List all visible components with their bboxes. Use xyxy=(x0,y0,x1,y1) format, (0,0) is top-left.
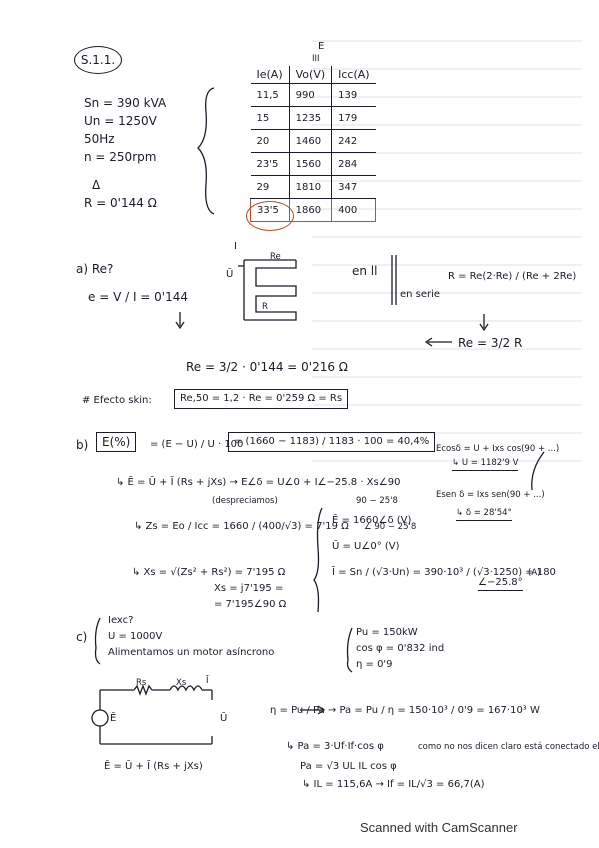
given-resistance: R = 0'144 Ω xyxy=(84,196,157,210)
part-b-side-delta: ↳ δ = 28'54° xyxy=(456,506,512,521)
part-b-side-cos: Ecosδ = U + Ixs cos(90 + ...) xyxy=(436,444,560,454)
part-b-ec-i-unit: (A) xyxy=(528,568,541,578)
table-cell: 11,5 xyxy=(250,83,290,107)
table-cell: 139 xyxy=(331,83,376,107)
part-b-xs: ↳ Xs = √(Zs² + Rs²) = 7'195 Ω xyxy=(132,567,286,578)
table-row: 11,5 990 139 xyxy=(250,83,376,107)
part-c-eta: η = Pu / Pa → Pa = Pu / η = 150·10³ / 0'… xyxy=(270,705,540,716)
table-cell: 1560 xyxy=(288,152,332,176)
part-b-angle-2: ∠ 90 − 25'8 xyxy=(364,522,417,532)
problem-number: S.1.1. xyxy=(74,46,122,74)
circuit-c-i: Ī xyxy=(206,676,209,686)
part-a-re-value: Re = 3/2 · 0'144 = 0'216 Ω xyxy=(186,360,348,374)
given-freq: 50Hz xyxy=(84,132,115,146)
circuit-a-current: I xyxy=(234,241,237,252)
given-delta: Δ xyxy=(92,178,101,192)
circuit-a-voltage: Ū xyxy=(226,269,234,280)
part-a-parallel: en ll xyxy=(352,264,378,278)
source-icon xyxy=(91,709,109,727)
part-c-il: ↳ IL = 115,6A → If = IL/√3 = 66,7(A) xyxy=(302,779,485,790)
part-b-xs-2: Xs = j7'195 = xyxy=(214,583,284,594)
table-cell: 23'5 xyxy=(250,152,290,176)
column-header-ie: Ie(A) xyxy=(250,66,290,84)
part-b-xs-3: = 7'195∠90 Ω xyxy=(214,599,287,610)
given-sn: Sn = 390 kVA xyxy=(84,96,167,110)
scanner-watermark: Scanned with CamScanner xyxy=(360,820,518,835)
table-cell: 990 xyxy=(288,83,332,107)
part-c-q1: Iexc? xyxy=(108,615,134,626)
circuit-c-xs: Xs xyxy=(176,678,187,688)
part-c-p1: Pu = 150kW xyxy=(356,627,418,638)
table-cell: 1235 xyxy=(288,106,332,130)
part-b-neglect: (despreciamos) xyxy=(212,496,278,506)
column-header-icc: Icc(A) xyxy=(331,66,376,84)
part-c-p2: cos φ = 0'832 ind xyxy=(356,643,445,654)
part-b-phasor: ↳ Ē = Ū + Ī (Rs + jXs) → E∠δ = U∠0 + I∠−… xyxy=(116,477,401,488)
table-label-sub: III xyxy=(312,54,320,64)
part-c-phasor: Ē = Ū + Ī (Rs + jXs) xyxy=(104,761,203,772)
table-row: 20 1460 242 xyxy=(250,129,376,153)
test-data-table: Ie(A) Vo(V) Icc(A) 11,5 990 139 15 1235 … xyxy=(250,66,377,222)
table-cell: 242 xyxy=(331,129,376,153)
table-cell: 179 xyxy=(331,106,376,130)
part-c-pa: ↳ Pa = 3·Uf·If·cos φ xyxy=(286,741,384,752)
part-b-e-label: E(%) xyxy=(96,432,137,452)
table-cell: 400 xyxy=(331,198,377,222)
part-b-label: b) xyxy=(76,438,89,452)
circuit-c-u: Ū xyxy=(220,713,228,724)
table-cell: 20 xyxy=(250,129,290,153)
skin-effect-label: # Efecto skin: xyxy=(82,395,152,406)
table-row: 23'5 1560 284 xyxy=(250,152,376,176)
table-cell: 1460 xyxy=(288,129,332,153)
part-b-side-u: ↳ U = 1182'9 V xyxy=(452,456,519,471)
part-b-ec-i-angle: ∠−25.8° xyxy=(478,576,523,591)
circuit-a-r: R xyxy=(262,302,268,312)
table-cell: 29 xyxy=(250,175,290,199)
part-b-ec-u: Ū = U∠0° (V) xyxy=(332,541,400,552)
part-b-e-formula: = (E − U) / U · 100 xyxy=(150,439,244,450)
given-speed: n = 250rpm xyxy=(84,150,157,164)
bleed-through-lines xyxy=(312,40,582,462)
part-c-q3: Alimentamos un motor asíncrono xyxy=(108,647,275,658)
part-c-pa2: Pa = √3 UL IL cos φ xyxy=(300,761,397,772)
given-un: Un = 1250V xyxy=(84,114,157,128)
table-cell: 1810 xyxy=(288,175,332,199)
table-row: 29 1810 347 xyxy=(250,175,376,199)
table-cell: 284 xyxy=(331,152,376,176)
column-header-vo: Vo(V) xyxy=(288,66,332,84)
table-header-row: Ie(A) Vo(V) Icc(A) xyxy=(250,66,376,84)
circuit-a-re: Re xyxy=(270,252,281,262)
part-b-ec-e: Ē = 1660∠δ (V) xyxy=(332,515,412,526)
part-b-zs: ↳ Zs = Eo / Icc = 1660 / (400/√3) = 7'19… xyxy=(134,521,349,532)
table-label: E xyxy=(318,41,325,52)
table-cell: 347 xyxy=(331,175,376,199)
circuit-c-rs: Rs xyxy=(136,678,147,688)
part-b-e-result: = (1660 − 1183) / 1183 · 100 = 40,4% xyxy=(228,432,436,452)
table-cell: 1860 xyxy=(288,198,333,222)
part-a-formula-r: R = Re(2·Re) / (Re + 2Re) xyxy=(448,271,577,282)
part-a-eq1: e = V / I = 0'144 xyxy=(88,290,189,304)
highlight-ellipse xyxy=(246,201,294,231)
part-a-series: en serie xyxy=(400,289,441,300)
table-cell: 15 xyxy=(250,106,290,130)
circuit-c-e: Ē xyxy=(110,713,117,724)
part-b-ec-i: Ī = Sn / (√3·Un) = 390·10³ / (√3·1250) =… xyxy=(332,567,556,578)
part-c-p3: η = 0'9 xyxy=(356,659,393,670)
skin-effect-value: Re,50 = 1,2 · Re = 0'259 Ω = Rs xyxy=(174,389,349,409)
part-b-side-sin: Esen δ = Ixs sen(90 + ...) xyxy=(436,490,545,500)
part-a-result-re: Re = 3/2 R xyxy=(458,336,523,350)
part-a-label: a) Re? xyxy=(76,262,114,276)
part-c-label: c) xyxy=(76,630,88,644)
part-c-q2: U = 1000V xyxy=(108,631,163,642)
part-c-note: como no nos dicen claro está conectado e… xyxy=(418,742,599,752)
table-row: 15 1235 179 xyxy=(250,106,376,130)
part-b-angle-1: 90 − 25'8 xyxy=(356,496,398,506)
brace-icon xyxy=(197,87,215,215)
